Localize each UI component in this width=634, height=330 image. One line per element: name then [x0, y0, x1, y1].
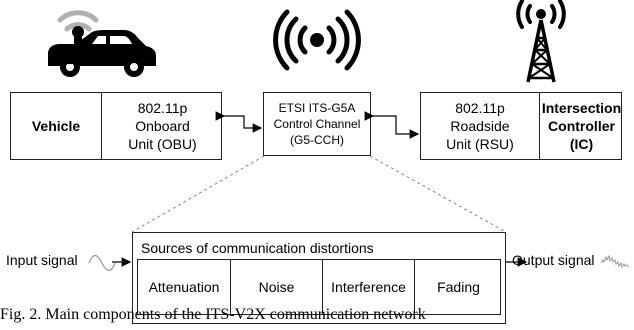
projection-line-left	[131, 155, 265, 233]
channel-line3: (G5-CCH)	[290, 133, 344, 147]
output-signal-label: Output signal	[512, 252, 595, 268]
ic-label: Intersection Controller (IC)	[539, 93, 623, 159]
distortions-title: Sources of communication distortions	[141, 240, 374, 256]
distortions-row: Attenuation Noise Interference Fading	[137, 259, 501, 315]
vehicle-label: Vehicle	[31, 118, 81, 134]
channel-line2: Control Channel	[273, 117, 361, 131]
obu-line3: Unit (OBU)	[128, 136, 197, 152]
car-wifi-icon	[48, 10, 156, 77]
ic-line3: (IC)	[569, 136, 594, 152]
rsu-label: 802.11p Roadside Unit (RSU)	[421, 93, 539, 159]
ic-line2: Controller	[548, 118, 615, 134]
channel-rsu-arrow	[364, 111, 420, 139]
distortion-attenuation: Attenuation	[148, 279, 220, 295]
rsu-line2: Roadside	[450, 118, 510, 134]
obu-line2: Onboard	[135, 118, 190, 134]
rsu-line1: 802.11p	[455, 100, 505, 116]
noisy-signal-icon	[600, 254, 630, 269]
obu-label: 802.11p Onboard Unit (OBU)	[101, 93, 223, 159]
rsu-line3: Unit (RSU)	[446, 136, 514, 152]
sine-wave-icon	[88, 254, 116, 272]
channel-line1: ETSI ITS-G5A	[278, 101, 356, 115]
input-signal-label: Input signal	[6, 252, 78, 268]
radio-tower-icon	[516, 0, 566, 83]
figure-caption: Fig. 2. Main components of the ITS-V2X c…	[0, 306, 426, 323]
obu-channel-arrow	[215, 111, 263, 133]
rsu-ic-box: 802.11p Roadside Unit (RSU) Intersection…	[420, 92, 622, 160]
distortion-noise: Noise	[230, 260, 322, 314]
channel-box: ETSI ITS-G5A Control Channel (G5-CCH)	[263, 92, 371, 156]
distortion-interference: Interference	[322, 260, 414, 314]
obu-line1: 802.11p	[137, 100, 188, 116]
broadcast-icon	[273, 9, 361, 71]
projection-line-right	[369, 155, 507, 233]
ic-line1: Intersection	[541, 100, 622, 116]
vehicle-obu-box: Vehicle 802.11p Onboard Unit (OBU)	[10, 92, 222, 160]
distortion-fading: Fading	[414, 260, 502, 314]
distortions-box: Sources of communication distortions Att…	[132, 232, 506, 324]
